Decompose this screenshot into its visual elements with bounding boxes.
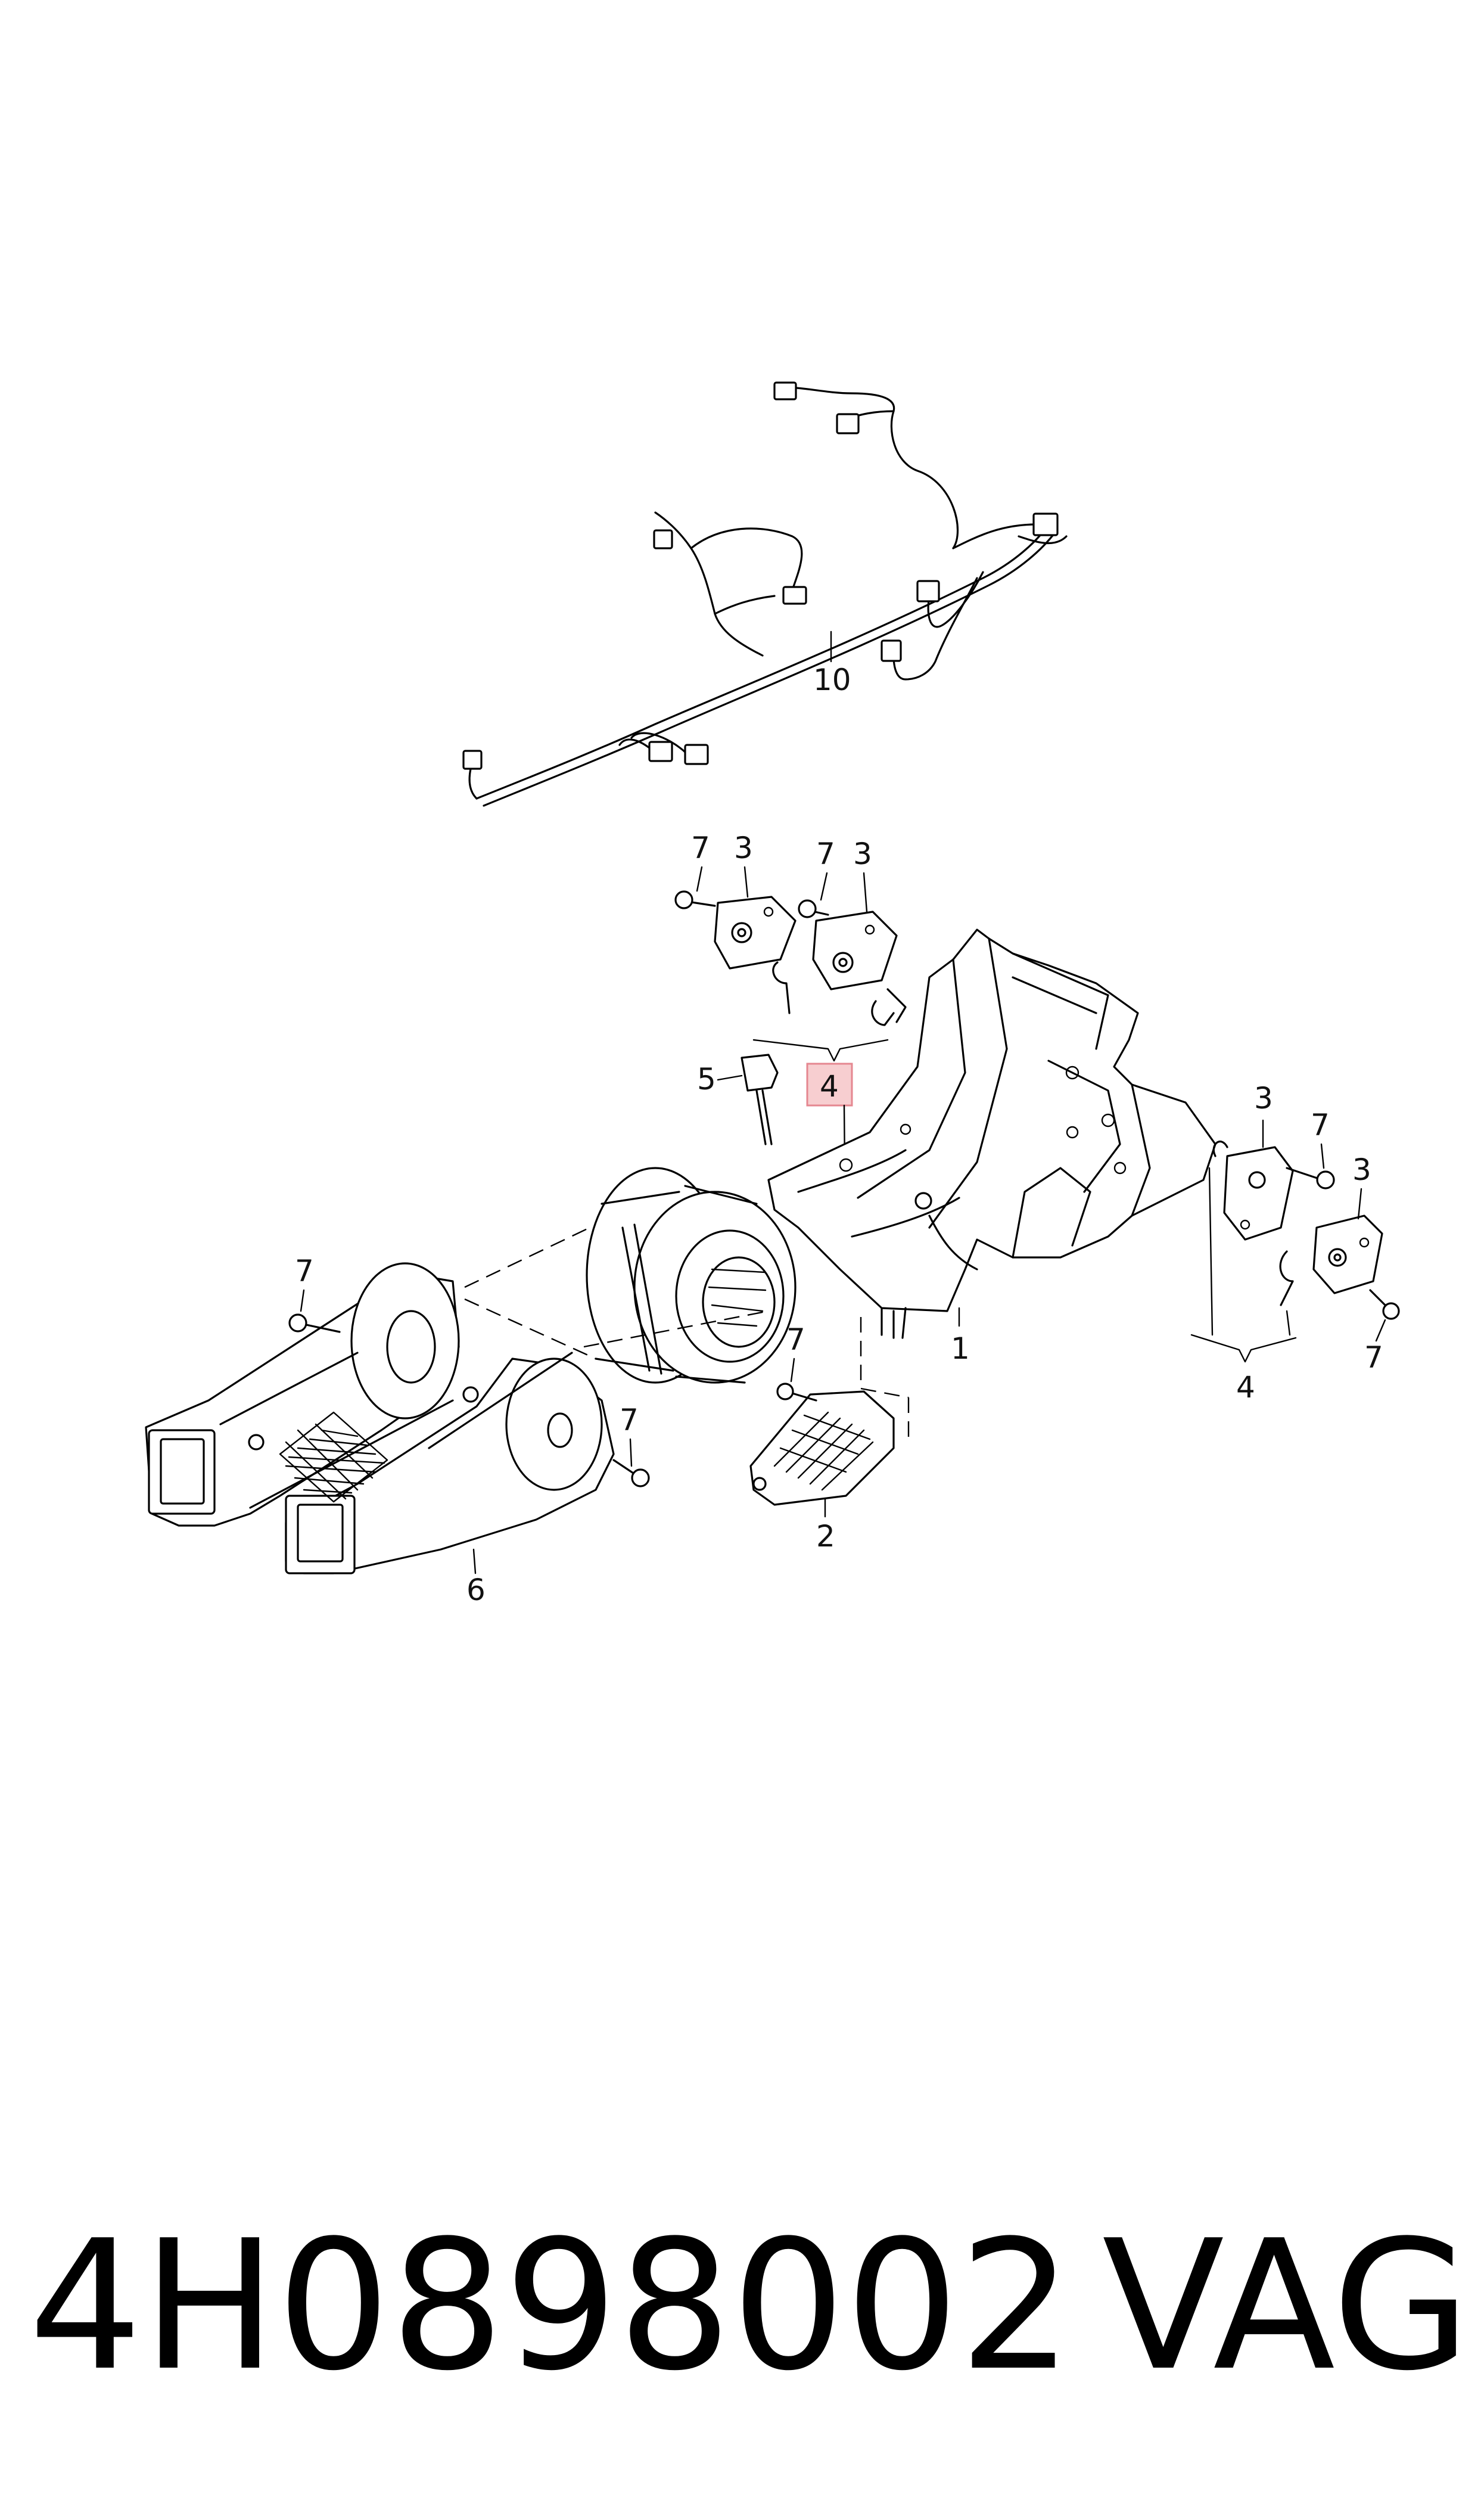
callout-6: 6 <box>466 1573 486 1607</box>
callout-7-c: 7 <box>1311 1108 1330 1142</box>
screw-7-right-lower: 7 <box>1364 1289 1400 1375</box>
lever-clips-upper <box>772 961 907 1026</box>
callout-7-a: 7 <box>691 831 710 865</box>
callout-7-d: 7 <box>1364 1340 1383 1375</box>
part-number: 4H0898002 <box>29 2202 1073 2410</box>
actuator-3-right-lower: 3 <box>1312 1153 1383 1294</box>
callout-4-b: 4 <box>1236 1370 1255 1405</box>
screw-7-left-upper: 7 <box>288 1254 341 1333</box>
actuator-3-upper-center: 3 <box>812 837 898 990</box>
heater-housing-1: 1 <box>767 928 1217 1442</box>
sensor-5: 5 <box>697 1054 779 1145</box>
callout-5: 5 <box>697 1062 716 1097</box>
lever-clips-right <box>1208 1140 1294 1336</box>
blower-control-2: 2 <box>749 1390 895 1554</box>
wiring-harness-10: 10 <box>462 381 1068 807</box>
callout-7-b: 7 <box>816 837 835 871</box>
blower-wheel <box>586 1167 797 1384</box>
callout-4-lower-group: 4 <box>1190 1334 1297 1405</box>
screw-7-upper-left: 7 <box>674 831 716 909</box>
callout-4-a: 4 <box>820 1069 839 1104</box>
screw-7-upper-center: 7 <box>798 837 835 918</box>
screw-7-right-upper: 7 <box>1286 1108 1335 1189</box>
callout-7-f: 7 <box>620 1403 639 1437</box>
screw-7-control: 7 <box>776 1322 817 1402</box>
screw-7-left-lower: 7 <box>612 1403 650 1487</box>
callout-3-c: 3 <box>1254 1081 1273 1116</box>
brand-label: VAG <box>1102 2202 1471 2410</box>
air-duct-6: 6 <box>145 1262 615 1607</box>
callout-3-a: 3 <box>734 831 753 865</box>
callout-4-upper-group: 4 <box>752 1039 889 1169</box>
callout-3-d: 3 <box>1352 1153 1371 1187</box>
callout-7-g: 7 <box>786 1322 805 1357</box>
actuator-3-upper-left: 3 <box>714 831 797 970</box>
callout-1: 1 <box>951 1331 970 1366</box>
actuator-3-right-upper: 3 <box>1223 1081 1294 1241</box>
callout-7-e: 7 <box>295 1254 314 1288</box>
highlight-box <box>806 1063 853 1107</box>
callout-3-b: 3 <box>853 837 872 871</box>
callout-2: 2 <box>816 1519 835 1554</box>
callout-10: 10 <box>813 663 851 697</box>
